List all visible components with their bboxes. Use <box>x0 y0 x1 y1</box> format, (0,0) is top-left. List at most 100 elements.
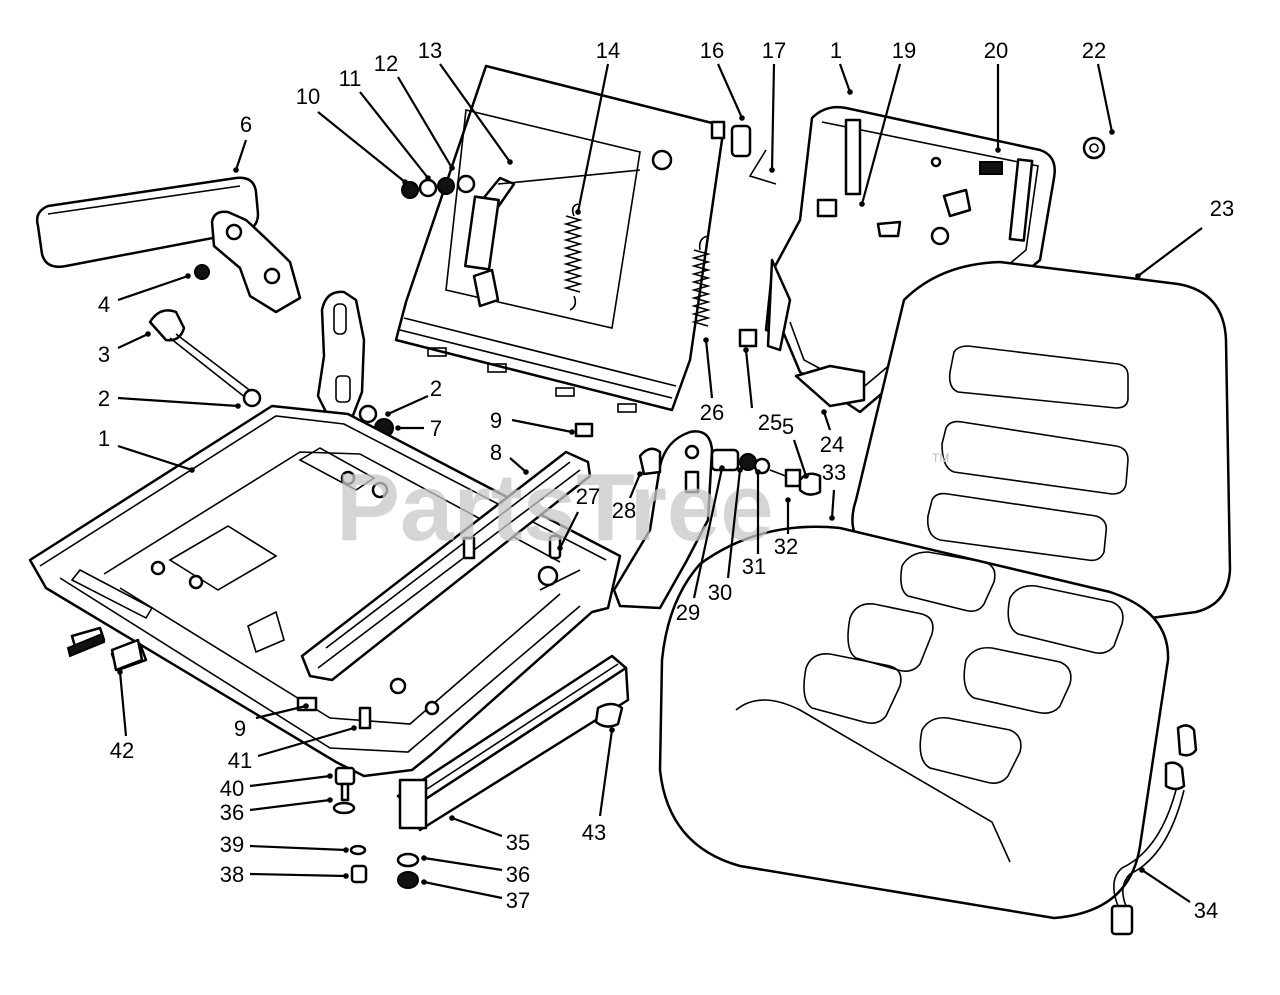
leader-dot <box>233 167 239 173</box>
leader-line <box>770 63 776 171</box>
leader-line <box>423 880 503 900</box>
leader-dot <box>575 209 581 215</box>
callout-number: 7 <box>430 416 442 441</box>
leader-line <box>576 63 610 213</box>
callout-27: 27 <box>557 484 600 551</box>
leader-dot <box>235 403 241 409</box>
leader-dot <box>821 409 827 415</box>
callout-35: 35 <box>449 815 530 855</box>
callout-number: 24 <box>820 432 844 457</box>
callout-number: 9 <box>490 408 502 433</box>
lock-washer <box>349 844 367 856</box>
callout-7: 7 <box>395 416 442 441</box>
tension-spring <box>691 235 711 327</box>
pivot-bolt <box>769 468 822 496</box>
callout-28: 28 <box>612 471 643 523</box>
callout-36: 36 <box>421 855 530 887</box>
leader-dot <box>303 703 309 709</box>
leader-line <box>117 333 149 349</box>
callout-4: 4 <box>98 273 191 317</box>
leader-line <box>451 816 503 838</box>
gas-spring <box>463 169 641 308</box>
leader-line <box>860 63 902 205</box>
callout-number: 11 <box>339 66 362 91</box>
leader-line <box>598 729 614 817</box>
callout-number: 9 <box>234 716 246 741</box>
cap-washer <box>1082 136 1106 160</box>
callout-33: 33 <box>822 460 846 521</box>
callout-number: 25 <box>758 410 782 435</box>
callout-43: 43 <box>582 727 615 845</box>
leader-dot <box>449 165 455 171</box>
seat-switch-harness <box>1110 724 1198 936</box>
leader-dot <box>395 425 401 431</box>
leader-dot <box>1135 273 1141 279</box>
seat-side-bracket <box>316 290 366 422</box>
seat-cushion <box>658 525 1170 920</box>
callout-20: 20 <box>984 38 1008 153</box>
rail-stop <box>66 632 144 672</box>
callout-11: 11 <box>339 66 431 181</box>
callout-number: 38 <box>220 862 244 887</box>
leader-line <box>117 444 193 472</box>
leader-line <box>838 63 852 93</box>
callout-number: 42 <box>110 738 134 763</box>
leader-line <box>387 394 429 416</box>
seat-back-frame <box>738 105 1056 414</box>
leader-line <box>726 469 742 579</box>
spring-pin <box>537 534 581 591</box>
callout-number: 30 <box>708 580 732 605</box>
callout-19: 19 <box>859 38 916 207</box>
leader-dot <box>637 471 643 477</box>
leader-dot <box>769 167 775 173</box>
callout-6: 6 <box>233 112 252 173</box>
leader-dot <box>1109 129 1115 135</box>
callout-number: 10 <box>296 84 320 109</box>
leader-line <box>257 726 355 758</box>
callout-30: 30 <box>708 467 743 605</box>
leader-dot <box>609 727 615 733</box>
leader-dot <box>569 429 575 435</box>
callout-3: 3 <box>98 331 151 367</box>
leader-line <box>439 63 511 163</box>
leader-line <box>423 856 503 872</box>
callout-number: 17 <box>762 38 786 63</box>
leader-line <box>822 411 832 431</box>
callout-16: 16 <box>700 38 745 121</box>
callout-13: 13 <box>418 38 513 165</box>
callout-number: 4 <box>98 292 110 317</box>
leader-line <box>792 439 808 477</box>
callout-32: 32 <box>774 497 798 559</box>
callout-number: 28 <box>612 498 636 523</box>
leader-dot <box>829 515 835 521</box>
leader-dot <box>351 725 357 731</box>
callout-31: 31 <box>742 469 766 579</box>
callout-1: 1 <box>830 38 853 95</box>
leader-line <box>234 139 248 171</box>
leader-dot <box>145 331 151 337</box>
leader-dot <box>859 201 865 207</box>
callout-number: 27 <box>576 484 600 509</box>
callout-1: 1 <box>98 426 195 473</box>
leader-line <box>249 798 331 812</box>
seat-base-frame <box>28 404 622 778</box>
watermark: PartsTree TM <box>336 451 949 561</box>
seat-hinge-bracket <box>612 430 714 610</box>
callout-17: 17 <box>762 38 786 173</box>
leader-line <box>628 473 642 499</box>
callout-number: 40 <box>220 776 244 801</box>
callout-number: 36 <box>506 862 530 887</box>
leader-line <box>397 76 453 169</box>
seat-back-plate <box>394 64 726 413</box>
leader-dot <box>117 669 123 675</box>
callout-number: 29 <box>676 600 700 625</box>
seat-slide-bar <box>300 450 592 682</box>
callout-number: 34 <box>1194 898 1218 923</box>
watermark-tm: TM <box>932 451 949 465</box>
tension-spring <box>563 203 583 311</box>
callout-number: 20 <box>984 38 1008 63</box>
leader-line <box>117 396 239 408</box>
armrest-bracket <box>210 210 302 314</box>
callout-number: 19 <box>892 38 916 63</box>
